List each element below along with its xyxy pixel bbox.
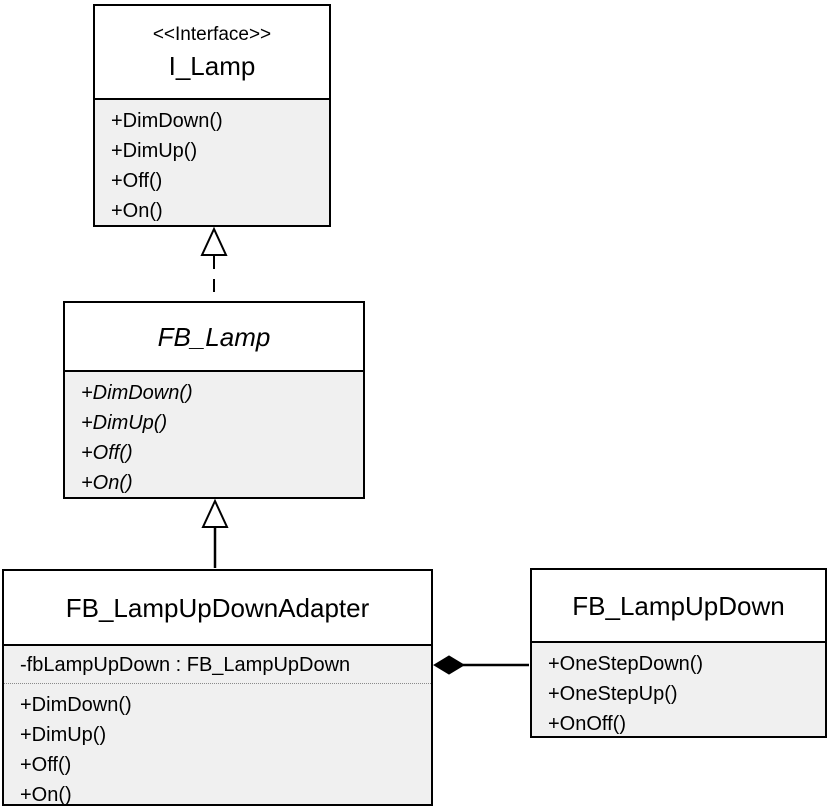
methods-compartment: +DimDown() +DimUp() +Off() +On(): [65, 372, 363, 497]
methods-compartment: +DimDown() +DimUp() +Off() +On(): [95, 100, 329, 225]
class-header: FB_LampUpDown: [532, 570, 825, 643]
method-item: +On(): [111, 200, 163, 222]
method-item: +OnOff(): [548, 713, 626, 735]
composition-diamond-icon: [433, 655, 465, 675]
method-item: +On(): [81, 472, 133, 494]
class-header: <<Interface>> I_Lamp: [95, 6, 329, 100]
class-header: FB_LampUpDownAdapter: [4, 571, 431, 646]
class-name: FB_LampUpDown: [572, 590, 785, 621]
stereotype-label: <<Interface>>: [152, 23, 272, 45]
class-box-fb-lampupdown: FB_LampUpDown +OneStepDown() +OneStepUp(…: [530, 568, 827, 738]
hollow-triangle-arrowhead-icon: [201, 498, 229, 528]
class-box-fb-lampupdownadapter: FB_LampUpDownAdapter -fbLampUpDown : FB_…: [2, 569, 433, 806]
method-item: +On(): [20, 784, 72, 804]
class-name: I_Lamp: [168, 50, 256, 81]
hollow-triangle-arrowhead-icon: [200, 226, 228, 256]
method-item: +OneStepUp(): [548, 683, 678, 705]
composition-connector: [433, 655, 529, 675]
methods-compartment: +OneStepDown() +OneStepUp() +OnOff(): [532, 643, 825, 736]
class-name: FB_LampUpDownAdapter: [65, 592, 370, 623]
method-item: +OneStepDown(): [548, 653, 704, 675]
method-item: +DimDown(): [81, 382, 193, 404]
attributes-compartment: -fbLampUpDown : FB_LampUpDown: [4, 646, 431, 684]
method-item: +DimUp(): [81, 412, 168, 434]
generalization-connector: [201, 498, 229, 568]
methods-compartment: +DimDown() +DimUp() +Off() +On(): [4, 684, 431, 804]
class-box-fb-lamp: FB_Lamp +DimDown() +DimUp() +Off() +On(): [63, 301, 365, 499]
method-item: +Off(): [81, 442, 133, 464]
method-item: +Off(): [20, 754, 72, 776]
class-header: FB_Lamp: [65, 303, 363, 372]
method-item: +DimDown(): [20, 694, 132, 716]
attribute-item: -fbLampUpDown : FB_LampUpDown: [20, 653, 351, 676]
method-item: +Off(): [111, 170, 163, 192]
class-box-i-lamp: <<Interface>> I_Lamp +DimDown() +DimUp()…: [93, 4, 331, 227]
method-item: +DimDown(): [111, 110, 223, 132]
realization-connector: [200, 226, 228, 300]
class-name: FB_Lamp: [157, 321, 271, 352]
method-item: +DimUp(): [20, 724, 107, 746]
method-item: +DimUp(): [111, 140, 198, 162]
